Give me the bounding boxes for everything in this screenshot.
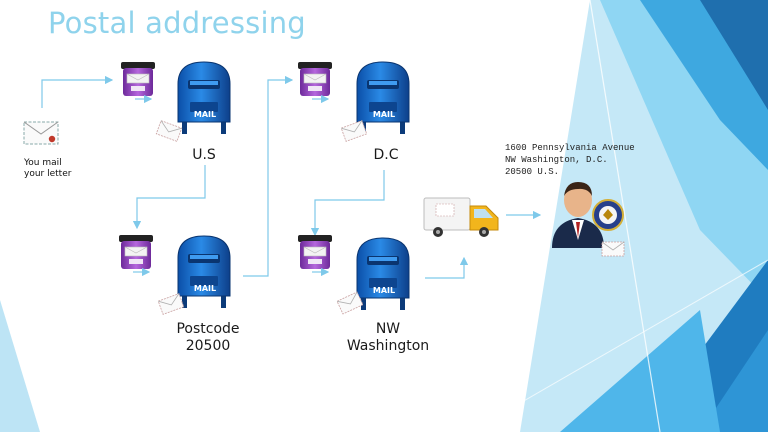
sender-caption: You mail your letter [24, 158, 71, 180]
slide-title: Postal addressing [48, 6, 306, 40]
envelope-icon [157, 293, 185, 315]
step-label-postcode: Postcode 20500 [164, 321, 252, 355]
mailbox-icon [356, 61, 410, 135]
mailbox-icon [177, 61, 231, 135]
step-label-line2: 20500 [185, 338, 231, 354]
station-us [121, 61, 231, 142]
step-label-line1: Postcode [176, 321, 240, 337]
sorting-machine-icon [298, 62, 332, 99]
step-label-dc: D.C [350, 147, 422, 164]
station-postcode [119, 235, 231, 315]
sender-caption-line1: You mail [24, 158, 62, 168]
flow-connectors [41, 75, 542, 279]
step-label-line2: Washington [346, 338, 430, 354]
address-line2: NW Washington, D.C. [505, 155, 608, 165]
sender-caption-line2: your letter [24, 169, 72, 179]
mailbox-plate-text: MAIL [193, 110, 217, 119]
recipient-address: 1600 Pennsylvania Avenue NW Washington, … [505, 142, 635, 178]
envelope-icon [601, 241, 625, 257]
mailbox-plate-text: MAIL [193, 284, 217, 293]
recipient-person-icon [552, 182, 604, 248]
envelope-icon [340, 120, 368, 142]
presidential-seal-icon [592, 199, 624, 231]
mailbox-icon [356, 237, 410, 311]
mailbox-plate-text: MAIL [372, 110, 396, 119]
address-line1: 1600 Pennsylvania Avenue [505, 143, 635, 153]
letter-icon [23, 121, 59, 145]
step-label-line1: D.C [373, 147, 399, 163]
mailbox-icon [177, 235, 231, 309]
step-label-line1: U.S [192, 147, 216, 163]
step-label-us: U.S [168, 147, 240, 164]
address-line3: 20500 U.S. [505, 167, 560, 177]
sorting-machine-icon [119, 235, 153, 272]
station-nw-washington [298, 235, 410, 315]
mailbox-plate-text: MAIL [372, 286, 396, 295]
sorting-machine-icon [298, 235, 332, 272]
envelope-icon [155, 120, 183, 142]
step-label-line1: NW [375, 321, 401, 337]
station-dc [298, 61, 410, 142]
step-label-nw-washington: NW Washington [342, 321, 434, 355]
delivery-truck-icon [423, 197, 499, 237]
sorting-machine-icon [121, 62, 155, 99]
